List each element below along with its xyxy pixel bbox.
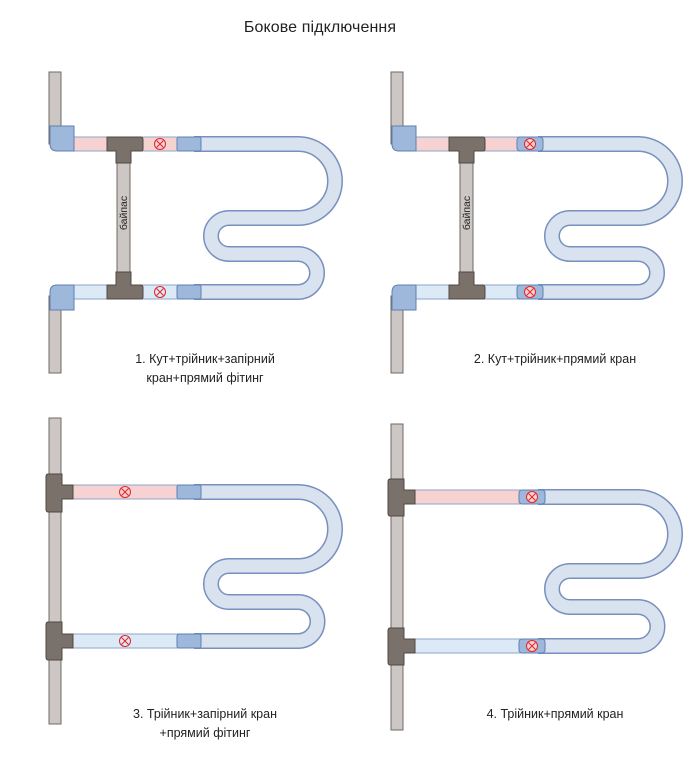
caption-diagram-2: 2. Кут+трійник+прямий кран [455,350,655,369]
caption-line: 1. Кут+трійник+запірний [135,352,275,366]
caption-diagram-3: 3. Трійник+запірний кран +прямий фітинг [110,705,300,743]
straight-valve-top [516,136,544,152]
supply-pipe-hot [413,489,521,505]
tee-fitting-bottom [45,621,74,661]
page-title: Бокове підключення [243,19,397,36]
diagram-2: байпас [390,71,683,374]
corner-fitting-top [49,125,75,152]
corner-fitting-bottom [391,284,417,311]
riser [48,417,62,725]
tee-fitting-bottom [387,627,416,666]
shutoff-valve-bottom [154,286,166,298]
corner-fitting-bottom [49,284,75,311]
straight-fitting-bottom [176,633,202,649]
straight-fitting-bottom [176,284,202,300]
caption-diagram-4: 4. Трійник+прямий кран [455,705,655,724]
bypass-label: байпас [461,196,473,230]
shutoff-valve-top [154,138,166,150]
tee-fitting-bottom [448,271,486,300]
straight-valve-top [518,489,546,505]
caption-line: кран+прямий фітинг [146,371,264,385]
diagram-4 [387,423,683,731]
shutoff-valve-top [119,486,131,498]
tee-fitting-top [106,136,144,164]
riser [390,423,404,731]
caption-line: +прямий фітинг [159,726,251,740]
diagram-1: байпас [48,71,343,374]
caption-line: 4. Трійник+прямий кран [486,707,624,721]
caption-diagram-1: 1. Кут+трійник+запірний кран+прямий фіти… [110,350,300,388]
diagram-3 [45,417,343,725]
bypass-label: байпас [118,196,130,230]
straight-fitting-top [176,136,202,152]
tee-fitting-bottom [106,271,144,300]
straight-fitting-top [176,484,202,500]
caption-line: 2. Кут+трійник+прямий кран [473,352,637,366]
tee-fitting-top [387,478,416,517]
corner-fitting-top [391,125,417,152]
tee-fitting-top [45,473,74,513]
tee-fitting-top [448,136,486,164]
shutoff-valve-bottom [119,635,131,647]
caption-line: 3. Трійник+запірний кран [133,707,277,721]
straight-valve-bottom [518,638,546,654]
return-pipe-cold [413,638,521,654]
straight-valve-bottom [516,284,544,300]
